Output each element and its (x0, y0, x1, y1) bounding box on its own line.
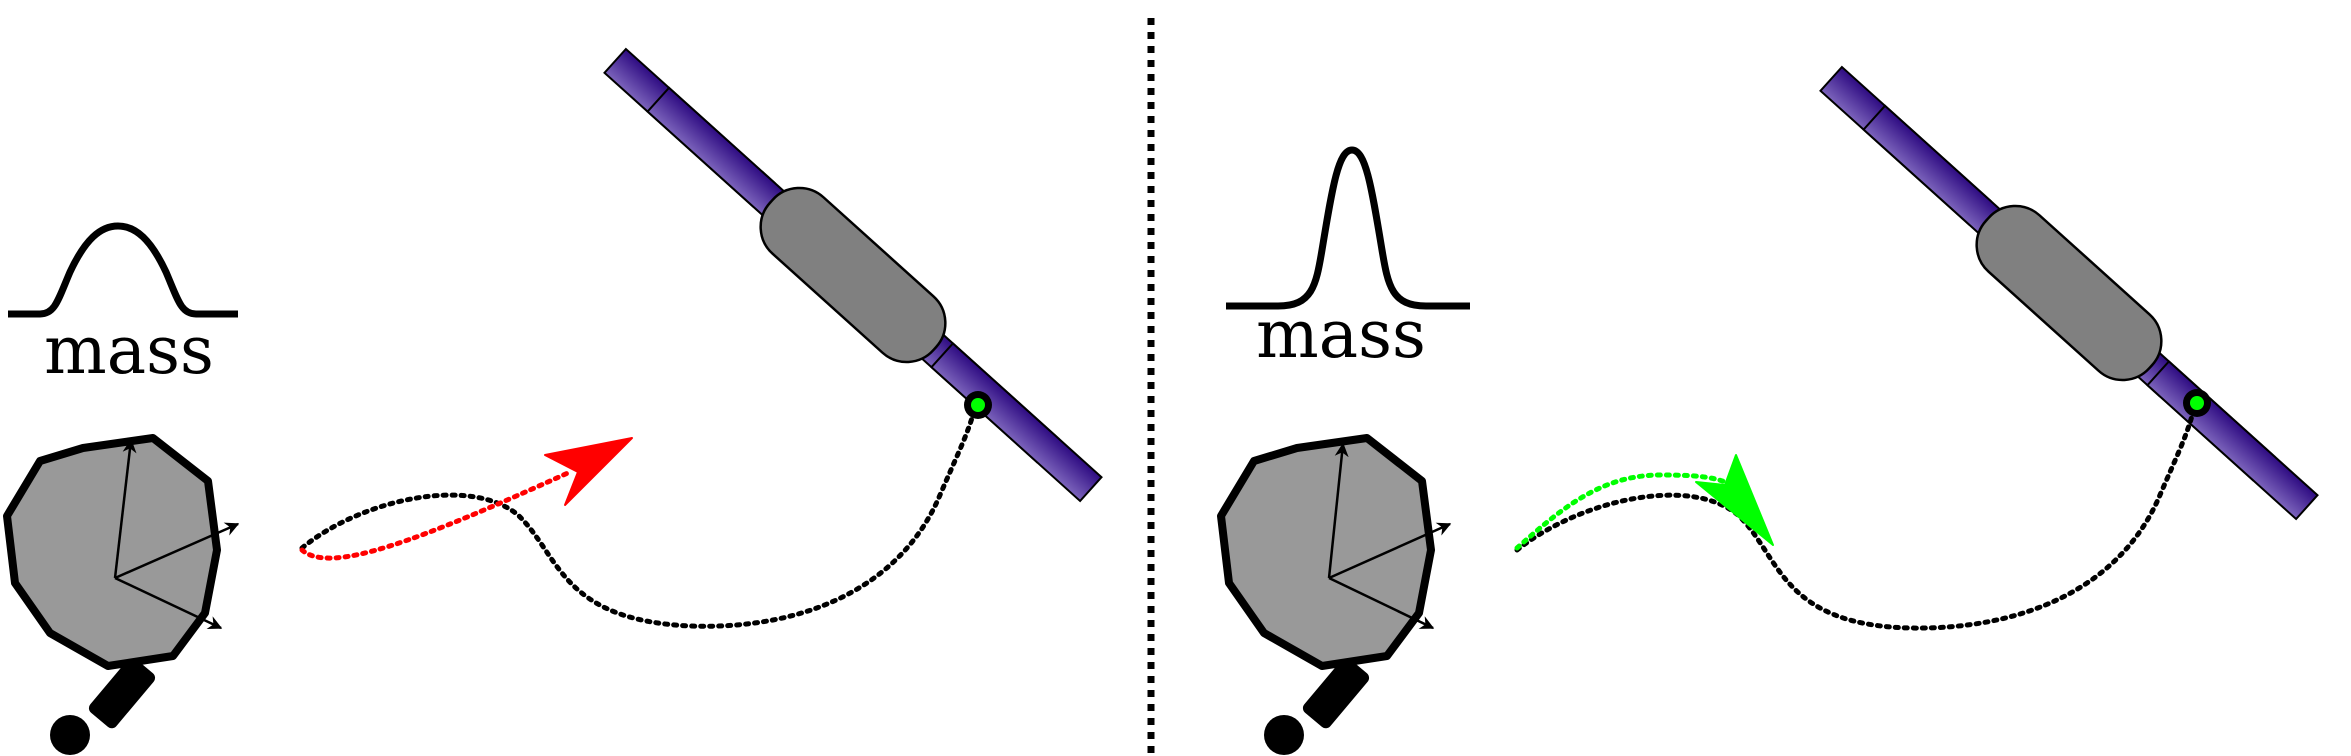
target-point (964, 391, 992, 419)
reference-trajectory (1514, 413, 2195, 631)
predicted-trajectory-arrowhead (1695, 454, 1774, 546)
mass-distribution-curve-broad (8, 222, 238, 318)
satellite (1804, 49, 2334, 537)
predicted-trajectory-arrowhead (544, 437, 633, 506)
chaser-body (1221, 438, 1431, 755)
target-point (2183, 389, 2211, 417)
mass-label: mass (44, 312, 214, 389)
satellite (588, 31, 1118, 519)
predicted-trajectory (1514, 472, 1741, 551)
body-frame-axes (1327, 442, 1452, 630)
mass-distribution-curve-narrow (1226, 146, 1470, 310)
chaser-body (7, 438, 217, 755)
panel-left: mass (7, 31, 1118, 755)
mass-label: mass (1256, 296, 1426, 373)
predicted-trajectory (299, 469, 573, 561)
body-frame-axes (113, 438, 240, 630)
reference-trajectory (299, 415, 975, 629)
panel-right: mass (1221, 49, 2334, 755)
